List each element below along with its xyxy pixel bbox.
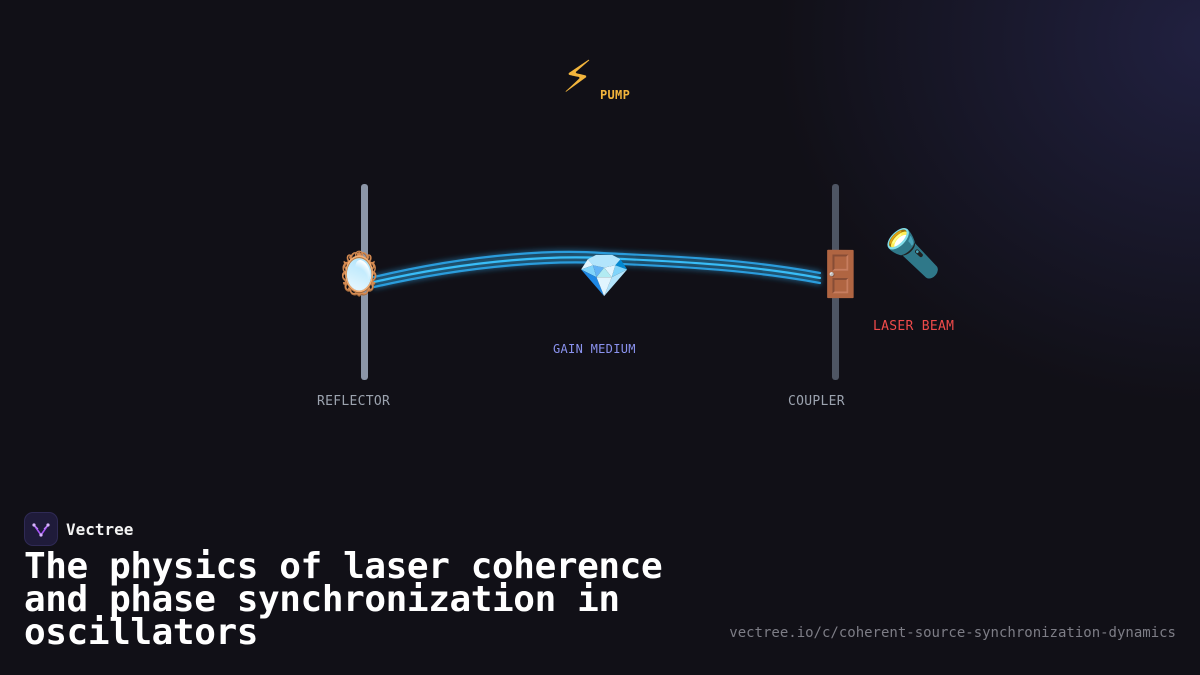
cavity-beam: [372, 250, 822, 289]
door-icon: 🚪: [813, 249, 868, 300]
flashlight-icon: 🔦: [884, 226, 942, 280]
page-title: The physics of laser coherence and phase…: [24, 546, 663, 653]
gain-medium-label: GAIN MEDIUM: [553, 342, 636, 356]
lightning-bolt-icon: ⚡: [562, 52, 593, 103]
gem-icon: 💎: [578, 251, 631, 300]
pump-label: PUMP: [600, 88, 631, 102]
coupler-label: COUPLER: [788, 394, 845, 409]
mirror-icon: 🪞: [333, 249, 386, 298]
reflector-rail: [361, 184, 368, 380]
laser-beam-label: LASER BEAM: [873, 319, 955, 334]
page-url[interactable]: vectree.io/c/coherent-source-synchroniza…: [729, 625, 1176, 641]
brand[interactable]: Vectree: [24, 512, 133, 546]
coupler-rail: [832, 184, 839, 380]
vectree-logo-icon: [24, 512, 58, 546]
reflector-label: REFLECTOR: [317, 394, 391, 409]
brand-name: Vectree: [66, 519, 134, 539]
